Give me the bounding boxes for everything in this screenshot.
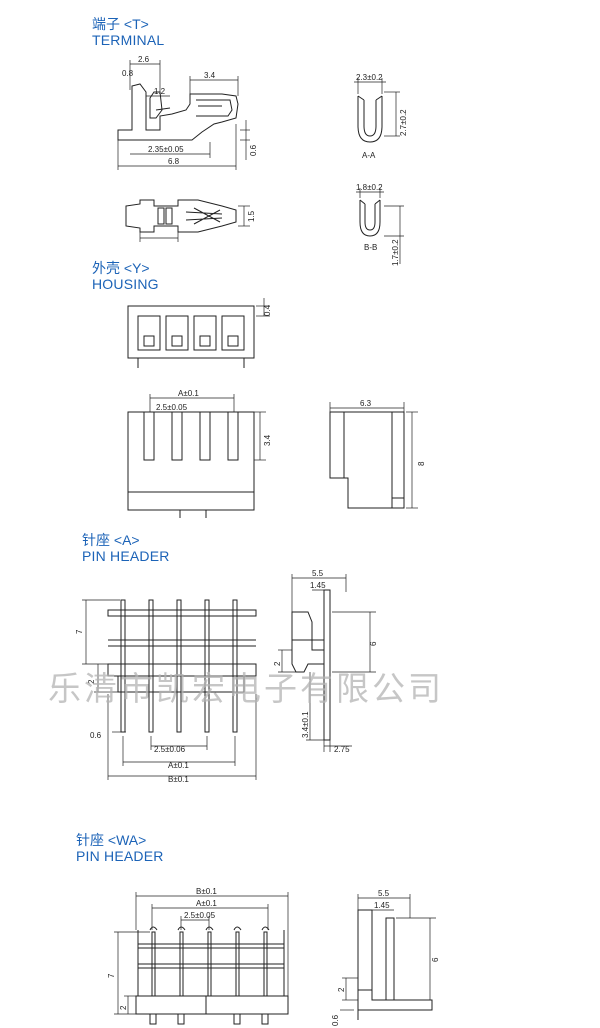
dim-pin-a-b: B±0.1 xyxy=(168,775,189,784)
housing-front-dims xyxy=(149,394,266,461)
dim-pin-a-2: 2 xyxy=(87,679,96,684)
company-watermark: 乐清市凯宏电子有限公司 xyxy=(48,669,444,708)
dim-terminal-bb-height: 1.7±0.2 xyxy=(391,239,400,266)
dim-pin-wa-2: 2 xyxy=(119,1005,128,1010)
dim-pin-a-side-5-5: 5.5 xyxy=(312,569,324,578)
dim-pin-wa-side-6: 6 xyxy=(431,957,440,962)
pin-header-wa-title-cn: 针座 <WA> xyxy=(76,832,147,848)
terminal-section-aa-dims xyxy=(354,78,400,137)
dim-pin-a-side-1-45: 1.45 xyxy=(310,581,326,590)
pin-header-a-section-title: 针座 <A> PIN HEADER xyxy=(82,532,170,564)
dim-pin-a-side-3-4: 3.4±0.1 xyxy=(301,711,310,738)
dim-pin-a-pitch: 2.5±0.06 xyxy=(154,745,186,754)
dim-pin-wa-7: 7 xyxy=(107,973,116,978)
dim-housing-3-4: 3.4 xyxy=(263,434,272,446)
dim-housing-pitch: 2.5±0.05 xyxy=(156,403,188,412)
terminal-side-view xyxy=(117,83,239,141)
terminal-side-dims xyxy=(117,60,250,170)
dim-terminal-aa-height: 2.7±0.2 xyxy=(399,109,408,136)
terminal-section-bb xyxy=(359,199,381,237)
dim-housing-a: A±0.1 xyxy=(178,389,199,398)
section-label-bb: B-B xyxy=(364,243,377,252)
housing-title-en: HOUSING xyxy=(92,276,159,292)
dim-terminal-aa-width: 2.3±0.2 xyxy=(356,73,383,82)
dim-terminal-2-35: 2.35±0.05 xyxy=(148,145,184,154)
dim-pin-wa-side-5-5: 5.5 xyxy=(378,889,390,898)
dim-pin-a-side-2-75: 2.75 xyxy=(334,745,350,754)
housing-title-cn: 外壳 <Y> xyxy=(92,260,150,276)
pin-header-wa-section-title: 针座 <WA> PIN HEADER xyxy=(76,832,164,864)
dim-pin-wa-side-0-6: 0.6 xyxy=(331,1014,340,1026)
dim-terminal-bb-width: 1.8±0.2 xyxy=(356,183,383,192)
terminal-top-view xyxy=(125,199,237,233)
pin-header-wa-front xyxy=(135,926,289,1025)
dim-terminal-0-6: 0.6 xyxy=(249,144,258,156)
housing-front-view xyxy=(127,411,255,518)
dim-pin-wa-side-1-45: 1.45 xyxy=(374,901,390,910)
dim-pin-wa-b: B±0.1 xyxy=(196,887,217,896)
terminal-section-aa xyxy=(357,95,383,143)
terminal-section-title: 端子 <T> TERMINAL xyxy=(92,16,164,48)
dim-pin-wa-side-2: 2 xyxy=(337,987,346,992)
dim-terminal-3-4: 3.4 xyxy=(204,71,216,80)
dim-pin-a-7: 7 xyxy=(75,629,84,634)
pin-header-a-side-dims xyxy=(278,574,376,752)
pin-header-a-front-dims xyxy=(82,599,257,780)
pin-header-wa-side-dims xyxy=(340,894,436,1011)
dim-terminal-0-8: 0.8 xyxy=(122,69,134,78)
dim-housing-0-4: 0.4 xyxy=(263,304,272,316)
dim-pin-a-a: A±0.1 xyxy=(168,761,189,770)
terminal-top-dims xyxy=(139,205,250,242)
dim-terminal-1-2: 1.2 xyxy=(154,87,166,96)
dim-housing-8: 8 xyxy=(417,461,426,466)
dim-pin-wa-a: A±0.1 xyxy=(196,899,217,908)
dim-pin-a-0-6: 0.6 xyxy=(90,731,102,740)
housing-top-view xyxy=(127,305,255,368)
pin-header-a-side xyxy=(291,589,331,741)
dim-terminal-1-5: 1.5 xyxy=(247,210,256,222)
dim-terminal-6-8: 6.8 xyxy=(168,157,180,166)
terminal-section-bb-dims xyxy=(356,188,404,264)
housing-side-dims xyxy=(329,402,418,509)
pin-header-a-front xyxy=(107,599,257,733)
pin-header-wa-side xyxy=(357,909,433,1020)
pin-header-a-title-cn: 针座 <A> xyxy=(82,532,140,548)
dim-housing-6-3: 6.3 xyxy=(360,399,372,408)
dim-pin-a-side-2: 2 xyxy=(273,661,282,666)
terminal-title-en: TERMINAL xyxy=(92,32,165,48)
pin-header-wa-front-dims xyxy=(114,892,289,1015)
housing-section-title: 外壳 <Y> HOUSING xyxy=(92,260,159,292)
terminal-title-cn: 端子 <T> xyxy=(92,16,149,32)
pin-header-wa-title-en: PIN HEADER xyxy=(76,848,164,864)
section-label-aa: A-A xyxy=(362,151,376,160)
dim-pin-wa-pitch: 2.5±0.05 xyxy=(184,911,216,920)
pin-header-a-title-en: PIN HEADER xyxy=(82,548,170,564)
dim-terminal-2-6: 2.6 xyxy=(138,55,150,64)
housing-top-dims xyxy=(256,298,270,317)
dim-pin-a-side-6: 6 xyxy=(369,641,378,646)
housing-side-view xyxy=(329,411,405,509)
